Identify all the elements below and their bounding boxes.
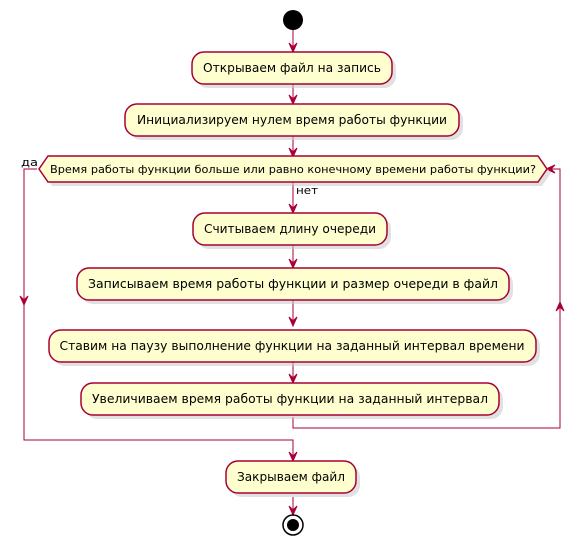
- node-box: [80, 382, 500, 416]
- start-node: [283, 10, 303, 30]
- condition-hexagon: [38, 155, 548, 183]
- edges: [19, 30, 565, 517]
- arrowhead-exit-down: [19, 295, 29, 307]
- node-label: Увеличиваем время работы функции на зада…: [92, 392, 488, 406]
- node-close-file: Закрываем файл: [225, 460, 357, 494]
- arrowhead: [288, 451, 298, 463]
- node-label: Считываем длину очереди: [204, 222, 376, 236]
- no-branch-label: нет: [296, 184, 319, 197]
- arrowhead-loop-up: [555, 300, 565, 312]
- node-init-time: Инициализируем нулем время работы функци…: [124, 103, 460, 137]
- node-write-to-file: Записываем время работы функции и размер…: [76, 267, 510, 301]
- yes-branch-label: да: [21, 156, 38, 169]
- loop-condition: Время работы функции больше или равно ко…: [38, 155, 548, 183]
- arrowhead: [288, 373, 298, 385]
- node-box: [192, 212, 388, 246]
- end-node-ring: [282, 514, 304, 536]
- edge-loop-back: [292, 168, 561, 429]
- node-pause: Ставим на паузу выполнение функции на за…: [48, 329, 537, 363]
- node-label: Закрываем файл: [237, 470, 345, 484]
- node-label: Ставим на паузу выполнение функции на за…: [60, 339, 525, 353]
- arrowhead: [288, 316, 298, 328]
- node-box: [76, 267, 510, 301]
- arrowhead: [288, 203, 298, 215]
- condition-label: Время работы функции больше или равно ко…: [50, 163, 536, 176]
- end-node-dot: [287, 519, 299, 531]
- arrowhead: [288, 505, 298, 517]
- end-node: [282, 514, 304, 536]
- node-box: [48, 329, 537, 363]
- node-read-queue: Считываем длину очереди: [192, 212, 388, 246]
- arrowhead: [288, 147, 298, 159]
- arrowhead: [288, 258, 298, 270]
- arrowhead: [288, 42, 298, 54]
- node-label: Инициализируем нулем время работы функци…: [137, 113, 447, 127]
- node-label: Открываем файл на запись: [203, 61, 381, 75]
- arrowhead: [288, 94, 298, 106]
- node-box: [124, 103, 460, 137]
- edge-exit: [23, 168, 294, 455]
- node-increase-time: Увеличиваем время работы функции на зада…: [80, 382, 500, 416]
- node-box: [191, 51, 393, 85]
- arrowhead-loop-in: [544, 164, 556, 174]
- node-box: [225, 460, 357, 494]
- node-label: Записываем время работы функции и размер…: [88, 277, 498, 291]
- node-open-file: Открываем файл на запись: [191, 51, 393, 85]
